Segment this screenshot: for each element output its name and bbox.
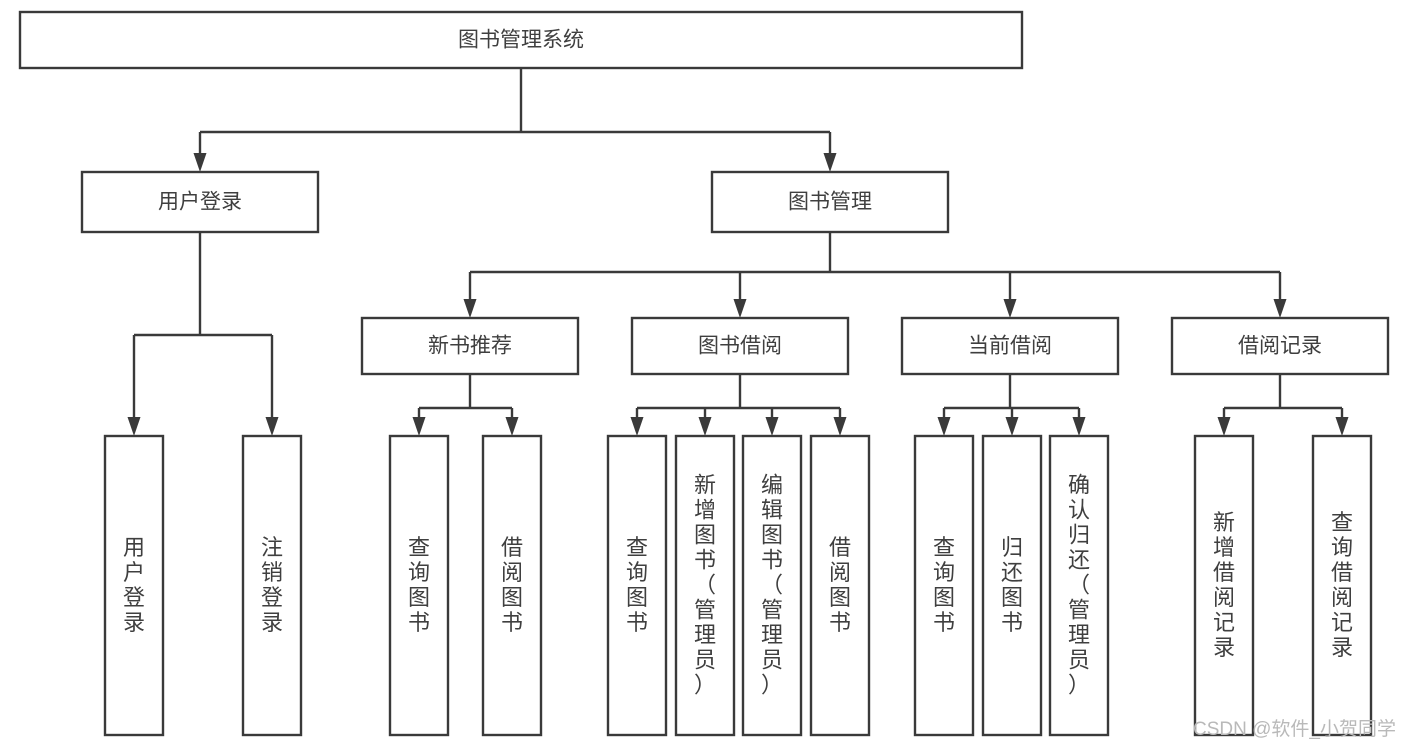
node-label-leaf-edit-book: 编辑图书（管理员）: [761, 473, 783, 698]
node-leaf-logout[interactable]: 注销登录: [241, 434, 303, 737]
arrow-head-leaf-add-borrow-record: [1217, 417, 1231, 436]
node-box-leaf-return-book[interactable]: [981, 434, 1043, 737]
node-leaf-return-book[interactable]: 归还图书: [981, 434, 1043, 737]
node-layer: 图书管理系统用户登录图书管理新书推荐图书借阅当前借阅借阅记录用户登录注销登录查询…: [18, 10, 1390, 737]
node-box-leaf-add-borrow-record[interactable]: [1193, 434, 1255, 737]
node-box-leaf-user-login[interactable]: [103, 434, 165, 737]
arrow-head-current-borrow: [1003, 299, 1017, 318]
arrow-head-leaf-borrow-book-2: [833, 417, 847, 436]
node-label-leaf-query-book-1: 查询图书: [408, 535, 430, 635]
node-label-leaf-logout: 注销登录: [261, 535, 283, 635]
node-label-leaf-confirm-return: 确认归还（管理员）: [1068, 473, 1090, 698]
arrow-head-leaf-user-login: [127, 417, 141, 436]
node-leaf-query-borrow-record[interactable]: 查询借阅记录: [1311, 434, 1373, 737]
node-leaf-add-book[interactable]: 新增图书（管理员）: [674, 434, 736, 737]
node-leaf-query-book-2[interactable]: 查询图书: [606, 434, 668, 737]
node-book-manage[interactable]: 图书管理: [710, 170, 950, 234]
node-leaf-query-book-3[interactable]: 查询图书: [913, 434, 975, 737]
node-label-new-book-recommend: 新书推荐: [428, 335, 512, 358]
node-box-user-login[interactable]: [80, 170, 320, 234]
node-root[interactable]: 图书管理系统: [18, 10, 1024, 70]
node-book-borrow[interactable]: 图书借阅: [630, 316, 850, 376]
node-current-borrow[interactable]: 当前借阅: [900, 316, 1120, 376]
arrow-head-leaf-query-borrow-record: [1335, 417, 1349, 436]
arrow-head-leaf-query-book-2: [630, 417, 644, 436]
node-box-leaf-query-book-3[interactable]: [913, 434, 975, 737]
arrow-head-leaf-query-book-3: [937, 417, 951, 436]
node-label-leaf-borrow-book-2: 借阅图书: [829, 535, 851, 635]
node-leaf-add-borrow-record[interactable]: 新增借阅记录: [1193, 434, 1255, 737]
node-label-book-borrow: 图书借阅: [698, 335, 782, 358]
node-leaf-user-login[interactable]: 用户登录: [103, 434, 165, 737]
node-label-leaf-user-login: 用户登录: [123, 535, 145, 635]
arrow-head-leaf-query-book-1: [412, 417, 426, 436]
arrow-head-book-borrow: [733, 299, 747, 318]
node-label-leaf-query-book-3: 查询图书: [933, 535, 955, 635]
node-new-book-recommend[interactable]: 新书推荐: [360, 316, 580, 376]
node-box-new-book-recommend[interactable]: [360, 316, 580, 376]
node-label-leaf-borrow-book-1: 借阅图书: [501, 535, 523, 635]
connector-layer: [127, 68, 1349, 436]
node-leaf-query-book-1[interactable]: 查询图书: [388, 434, 450, 737]
node-label-root: 图书管理系统: [458, 29, 584, 52]
node-box-current-borrow[interactable]: [900, 316, 1120, 376]
arrow-head-leaf-logout: [265, 417, 279, 436]
node-box-leaf-query-borrow-record[interactable]: [1311, 434, 1373, 737]
node-label-leaf-add-borrow-record: 新增借阅记录: [1213, 510, 1235, 660]
node-leaf-borrow-book-1[interactable]: 借阅图书: [481, 434, 543, 737]
node-user-login[interactable]: 用户登录: [80, 170, 320, 234]
node-box-leaf-query-book-2[interactable]: [606, 434, 668, 737]
arrow-head-leaf-edit-book: [765, 417, 779, 436]
arrow-head-leaf-add-book: [698, 417, 712, 436]
node-box-leaf-add-book[interactable]: [674, 434, 736, 737]
node-box-leaf-confirm-return[interactable]: [1048, 434, 1110, 737]
arrow-head-borrow-record: [1273, 299, 1287, 318]
node-box-leaf-query-book-1[interactable]: [388, 434, 450, 737]
node-box-leaf-borrow-book-1[interactable]: [481, 434, 543, 737]
arrow-head-book-manage: [823, 153, 837, 172]
node-label-borrow-record: 借阅记录: [1238, 335, 1322, 358]
node-label-leaf-return-book: 归还图书: [1001, 535, 1023, 635]
arrow-head-new-book-recommend: [463, 299, 477, 318]
node-box-leaf-logout[interactable]: [241, 434, 303, 737]
node-box-book-borrow[interactable]: [630, 316, 850, 376]
node-label-current-borrow: 当前借阅: [968, 335, 1052, 358]
node-label-leaf-add-book: 新增图书（管理员）: [694, 473, 716, 698]
arrow-head-leaf-confirm-return: [1072, 417, 1086, 436]
node-leaf-confirm-return[interactable]: 确认归还（管理员）: [1048, 434, 1110, 737]
node-box-leaf-borrow-book-2[interactable]: [809, 434, 871, 737]
node-box-book-manage[interactable]: [710, 170, 950, 234]
node-label-leaf-query-borrow-record: 查询借阅记录: [1331, 510, 1353, 660]
node-box-root[interactable]: [18, 10, 1024, 70]
node-leaf-edit-book[interactable]: 编辑图书（管理员）: [741, 434, 803, 737]
csdn-watermark: CSDN @软件_小贺同学: [1193, 718, 1396, 740]
node-box-borrow-record[interactable]: [1170, 316, 1390, 376]
arrow-head-user-login: [193, 153, 207, 172]
arrow-head-leaf-return-book: [1005, 417, 1019, 436]
node-label-book-manage: 图书管理: [788, 191, 872, 214]
node-label-leaf-query-book-2: 查询图书: [626, 535, 648, 635]
node-label-user-login: 用户登录: [158, 191, 242, 214]
arrow-head-leaf-borrow-book-1: [505, 417, 519, 436]
node-borrow-record[interactable]: 借阅记录: [1170, 316, 1390, 376]
node-box-leaf-edit-book[interactable]: [741, 434, 803, 737]
node-leaf-borrow-book-2[interactable]: 借阅图书: [809, 434, 871, 737]
